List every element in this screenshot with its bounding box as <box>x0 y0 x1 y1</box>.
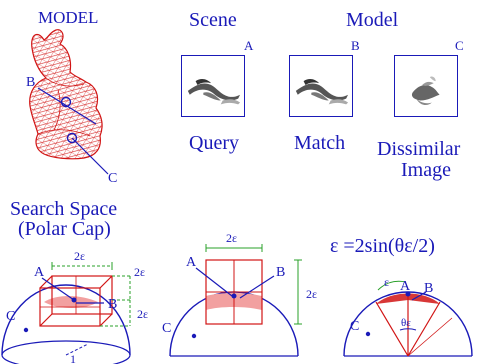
diag2-point-b: B <box>276 265 285 280</box>
thumb-c-letter: C <box>455 38 464 53</box>
polar-cap-2d-square: 2ε 2ε A B C <box>162 231 317 357</box>
diag3-point-a: A <box>400 279 411 294</box>
diag1-width-label: 2ε <box>74 249 85 263</box>
diag1-point-a: A <box>34 265 45 280</box>
caption-match: Match <box>294 132 346 154</box>
caption-image: Image <box>401 159 451 181</box>
diag3-eps-label: ε <box>384 275 389 289</box>
diag1-point-b: B <box>108 297 117 312</box>
diag2-point-c: C <box>162 321 171 336</box>
thumbnail-dissimilar <box>394 55 458 117</box>
diag2-width-label: 2ε <box>226 231 237 245</box>
model-header: Model <box>346 9 399 31</box>
query-image <box>187 79 241 105</box>
diag3-point-b: B <box>424 281 433 296</box>
search-space-title: Search Space <box>10 198 118 220</box>
match-image <box>295 79 349 105</box>
diag2-height-label: 2ε <box>306 287 317 301</box>
dissimilar-image <box>411 76 440 105</box>
diag1-depth-label: 2ε <box>134 265 145 279</box>
search-space-subtitle: (Polar Cap) <box>18 218 111 240</box>
bunny-label-b: B <box>26 75 35 90</box>
diag1-point-c: C <box>6 309 15 324</box>
caption-query: Query <box>189 132 239 154</box>
bunny-model <box>29 29 103 160</box>
epsilon-formula: ε =2sin(θε/2) <box>330 235 435 257</box>
thumbnail-query <box>181 55 245 117</box>
polar-cap-3d: 1 2ε 2ε 2ε A B C <box>1 249 148 364</box>
polar-cap-angle: θε ε A B C <box>343 275 473 357</box>
marker-c-circle <box>66 132 78 144</box>
caption-dissimilar: Dissimilar <box>377 138 461 160</box>
diag3-theta-label: θε <box>401 317 411 329</box>
model-title: MODEL <box>38 8 99 27</box>
thumbnail-match <box>289 55 353 117</box>
diag1-height-label: 2ε <box>137 307 148 321</box>
radius-label: 1 <box>70 352 76 364</box>
bunny-label-c: C <box>108 171 117 186</box>
diag2-point-a: A <box>186 255 197 270</box>
thumb-b-letter: B <box>351 38 360 53</box>
scene-header: Scene <box>189 9 237 31</box>
thumb-a-letter: A <box>244 38 254 53</box>
diag3-point-c: C <box>350 319 359 334</box>
